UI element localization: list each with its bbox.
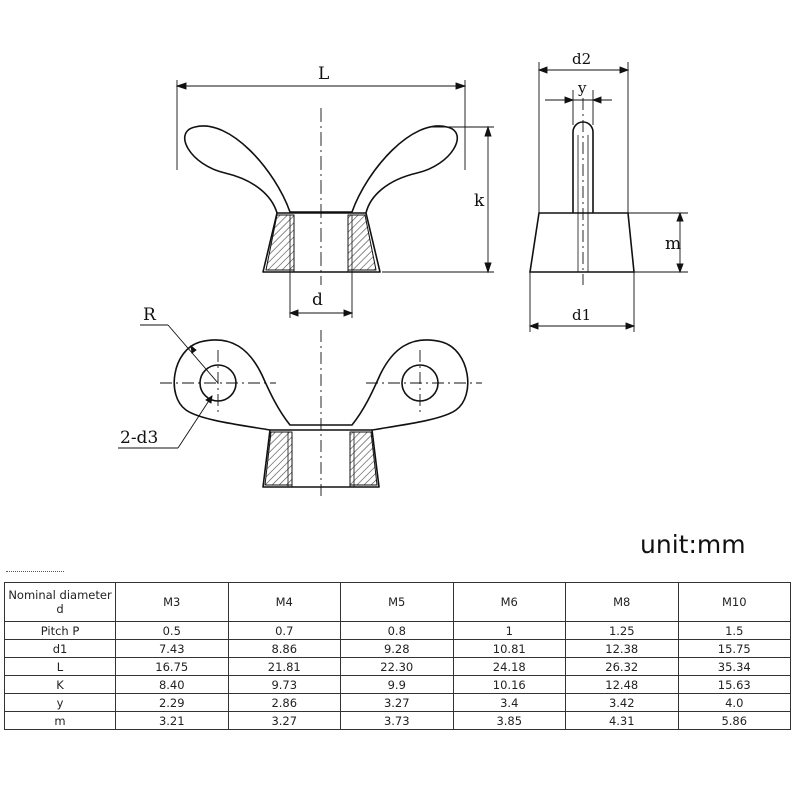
table-cell: 3.85 xyxy=(452,711,566,730)
table-cell: 35.34 xyxy=(677,657,791,676)
table-cell: 24.18 xyxy=(452,657,566,676)
front-view-outline xyxy=(183,125,459,273)
row-label: m xyxy=(4,711,116,730)
table-cell: 22.30 xyxy=(340,657,454,676)
table-cell: 0.7 xyxy=(227,621,341,640)
dimension-y xyxy=(545,90,612,125)
table-cell: 1.5 xyxy=(677,621,791,640)
dimension-m xyxy=(628,211,688,274)
table-cell: 3.27 xyxy=(340,693,454,712)
table-cell: 26.32 xyxy=(565,657,679,676)
table-cell: 12.48 xyxy=(565,675,679,694)
dimension-d xyxy=(288,272,354,318)
dimension-L xyxy=(175,80,467,170)
table-row: Pitch P 0.5 0.7 0.8 1 1.25 1.5 xyxy=(4,621,791,640)
dimension-d2 xyxy=(537,62,630,213)
table-cell: 5.86 xyxy=(677,711,791,730)
table-cell: 3.4 xyxy=(452,693,566,712)
table-cell: 1 xyxy=(452,621,566,640)
table-cell: 2.86 xyxy=(227,693,341,712)
table-cell: 4.31 xyxy=(565,711,679,730)
wing-nut-technical-drawing: L k d d2 y xyxy=(118,50,688,500)
header-size: M6 xyxy=(452,582,566,622)
header-size: M8 xyxy=(565,582,679,622)
row-label: d1 xyxy=(4,639,116,658)
table-row: L 16.75 21.81 22.30 24.18 26.32 35.34 xyxy=(4,657,791,676)
label-L: L xyxy=(318,64,329,84)
label-y: y xyxy=(577,79,587,97)
side-view-body xyxy=(529,212,635,273)
specification-table: Nominal diameter d M3 M4 M5 M6 M8 M10 Pi… xyxy=(4,582,791,730)
row-label: Pitch P xyxy=(4,621,116,640)
table-cell: 3.73 xyxy=(340,711,454,730)
label-d1: d1 xyxy=(572,306,591,324)
leader-R xyxy=(140,324,219,384)
side-view xyxy=(529,121,635,273)
header-size: M4 xyxy=(227,582,341,622)
front-view xyxy=(183,125,459,273)
table-cell: 9.9 xyxy=(340,675,454,694)
table-cell: 21.81 xyxy=(227,657,341,676)
top-view-outline xyxy=(173,339,469,488)
header-label: Nominal diameter d xyxy=(4,582,116,622)
table-cell: 2.29 xyxy=(115,693,229,712)
table-header-row: Nominal diameter d M3 M4 M5 M6 M8 M10 xyxy=(4,582,791,622)
table-cell: 0.5 xyxy=(115,621,229,640)
table-row: K 8.40 9.73 9.9 10.16 12.48 15.63 xyxy=(4,675,791,694)
table-cell: 1.25 xyxy=(565,621,679,640)
row-label: y xyxy=(4,693,116,712)
table-row: m 3.21 3.27 3.73 3.85 4.31 5.86 xyxy=(4,711,791,730)
dimension-k xyxy=(382,125,494,274)
top-view xyxy=(173,339,469,488)
header-size: M5 xyxy=(340,582,454,622)
table-cell: 3.27 xyxy=(227,711,341,730)
label-d: d xyxy=(312,290,323,310)
table-cell: 8.40 xyxy=(115,675,229,694)
label-R: R xyxy=(143,305,157,325)
table-cell: 3.21 xyxy=(115,711,229,730)
table-cell: 3.42 xyxy=(565,693,679,712)
table-cell: 0.8 xyxy=(340,621,454,640)
table-cell: 9.28 xyxy=(340,639,454,658)
table-cell: 12.38 xyxy=(565,639,679,658)
table-row: d1 7.43 8.86 9.28 10.81 12.38 15.75 xyxy=(4,639,791,658)
table-cell: 7.43 xyxy=(115,639,229,658)
label-k: k xyxy=(474,191,485,211)
header-size: M10 xyxy=(677,582,791,622)
table-cell: 16.75 xyxy=(115,657,229,676)
table-row: y 2.29 2.86 3.27 3.4 3.42 4.0 xyxy=(4,693,791,712)
table-cell: 8.86 xyxy=(227,639,341,658)
table-cell: 15.75 xyxy=(677,639,791,658)
unit-label: unit:mm xyxy=(640,530,746,559)
leader-d3 xyxy=(118,395,213,449)
dimension-d1 xyxy=(528,272,636,332)
table-cell: 4.0 xyxy=(677,693,791,712)
table-cell: 10.81 xyxy=(452,639,566,658)
table-cell: 15.63 xyxy=(677,675,791,694)
label-m: m xyxy=(665,234,681,254)
label-d2: d2 xyxy=(572,50,591,68)
table-cell: 9.73 xyxy=(227,675,341,694)
row-label: K xyxy=(4,675,116,694)
top-view-centerlines xyxy=(160,330,482,500)
row-label: L xyxy=(4,657,116,676)
table-caption-dots xyxy=(6,571,64,572)
header-size: M3 xyxy=(115,582,229,622)
table-cell: 10.16 xyxy=(452,675,566,694)
label-d3: 2-d3 xyxy=(120,428,158,448)
